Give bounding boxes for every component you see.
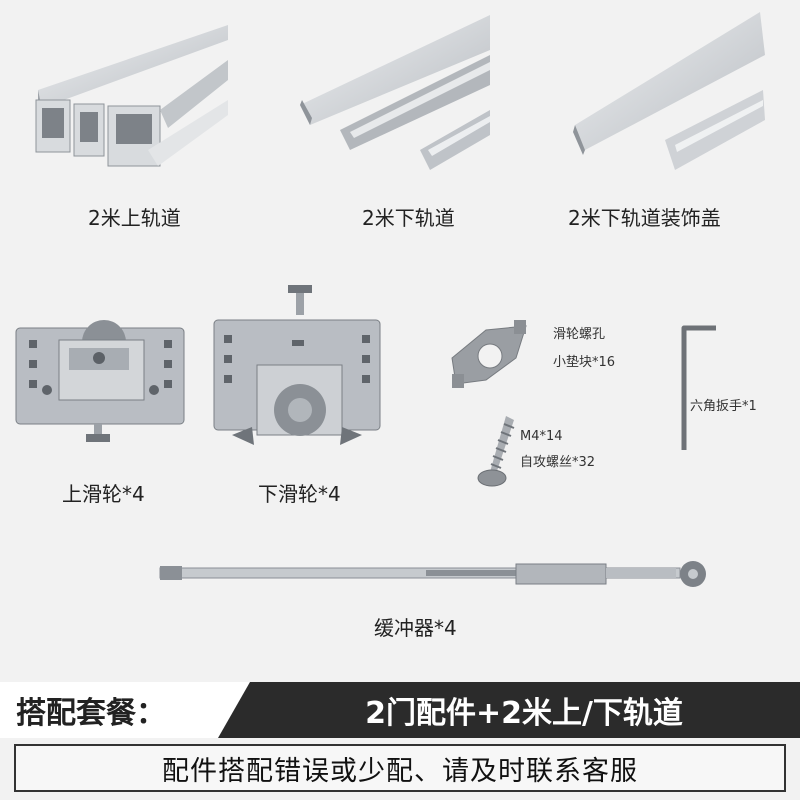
lower-pulley-image [212,285,387,455]
lower-track-cover-label: 2米下轨道装饰盖 [568,206,721,230]
lower-track-image [290,10,500,175]
upper-pulley-label: 上滑轮*4 [62,482,145,506]
lower-track-cover-image [565,10,770,180]
hex-key-label: 六角扳手*1 [690,399,757,414]
lower-track-label: 2米下轨道 [362,206,455,230]
screw-image [476,412,526,492]
banner-package-description: 2门配件+2米上/下轨道 [218,682,800,738]
package-banner: 搭配套餐： 2门配件+2米上/下轨道 [0,682,800,738]
lower-pulley-label: 下滑轮*4 [258,482,341,506]
pulley-pad-label-line2: 小垫块*16 [553,355,616,370]
upper-track-label: 2米上轨道 [88,206,181,230]
damper-image [156,558,711,592]
screw-label-line1: M4*14 [520,429,563,444]
pulley-pad-image [446,318,536,393]
hex-key-image [676,320,726,455]
screw-label-line2: 自攻螺丝*32 [520,455,596,470]
banner-title: 搭配套餐： [16,696,166,731]
upper-track-image [28,20,238,170]
pulley-pad-label-line1: 滑轮螺孔 [553,327,606,342]
damper-label: 缓冲器*4 [374,616,457,640]
upper-pulley-image [14,320,189,450]
customer-service-notice: 配件搭配错误或少配、请及时联系客服 [14,744,786,792]
